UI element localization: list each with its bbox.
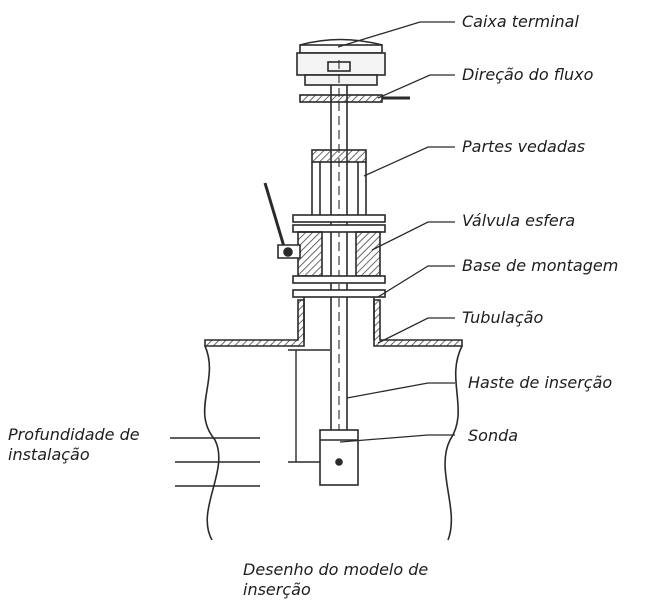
insertion-rod — [330, 60, 348, 470]
diagram-caption: Desenho do modelo de inserção — [243, 560, 429, 599]
pipe-wall — [203, 299, 463, 541]
sensor-probe — [319, 429, 359, 486]
callout-tubulacao: Tubulação — [462, 308, 544, 327]
terminal-box — [296, 38, 386, 86]
callout-haste-insercao: Haste de inserção — [468, 373, 613, 392]
flow-direction-plate — [299, 94, 410, 103]
sealed-parts — [311, 149, 367, 215]
callout-valvula-esfera: Válvula esfera — [462, 211, 576, 230]
ball-valve — [263, 182, 386, 284]
callout-direcao-fluxo: Direção do fluxo — [462, 65, 594, 84]
callout-base-montagem: Base de montagem — [462, 256, 619, 275]
installation-depth-dimension — [170, 349, 330, 487]
callout-caixa-terminal: Caixa terminal — [462, 12, 579, 31]
callout-sonda: Sonda — [468, 426, 519, 445]
installation-depth-label: Profundidade de instalação — [8, 425, 140, 464]
leader-lines — [337, 21, 455, 443]
callout-partes-vedadas: Partes vedadas — [462, 137, 586, 156]
